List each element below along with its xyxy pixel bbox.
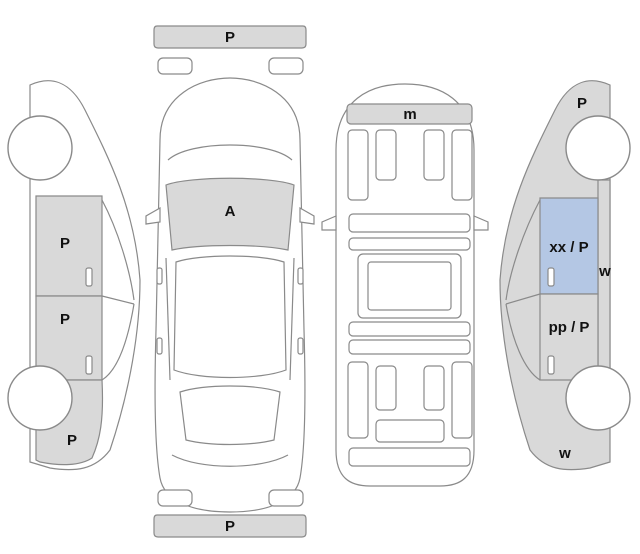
left-front-wheel — [8, 366, 72, 430]
interior-view-car: m — [322, 84, 488, 486]
right-rear-fender-label: P — [577, 95, 587, 112]
rear-bumper-label: P — [225, 518, 235, 535]
front-bumper-label: P — [225, 29, 235, 46]
roof-label: m — [403, 106, 416, 123]
taillight-right — [269, 490, 303, 506]
right-rear-door-label: xx / P — [549, 239, 588, 256]
interior-body-outline — [336, 84, 474, 486]
right-front-fender-label: w — [558, 445, 571, 462]
left-rear-door-label: P — [60, 311, 70, 328]
right-side-view: P w xx / P pp / P w — [500, 81, 630, 470]
top-body-outline — [155, 78, 305, 512]
left-front-fender-label: P — [67, 432, 77, 449]
left-rear-wheel — [8, 116, 72, 180]
headlight-right — [269, 58, 303, 74]
hood-label: A — [225, 203, 236, 220]
left-front-door-label: P — [60, 235, 70, 252]
taillight-left — [158, 490, 192, 506]
right-front-door-label: pp / P — [549, 319, 590, 336]
headlight-left — [158, 58, 192, 74]
right-side-sill-label: w — [598, 263, 611, 280]
right-front-wheel — [566, 366, 630, 430]
right-mirror — [300, 208, 314, 224]
left-mirror — [146, 208, 160, 224]
left-side-view: P P P — [8, 81, 140, 470]
top-view-car: P A P — [146, 26, 314, 537]
right-rear-wheel — [566, 116, 630, 180]
